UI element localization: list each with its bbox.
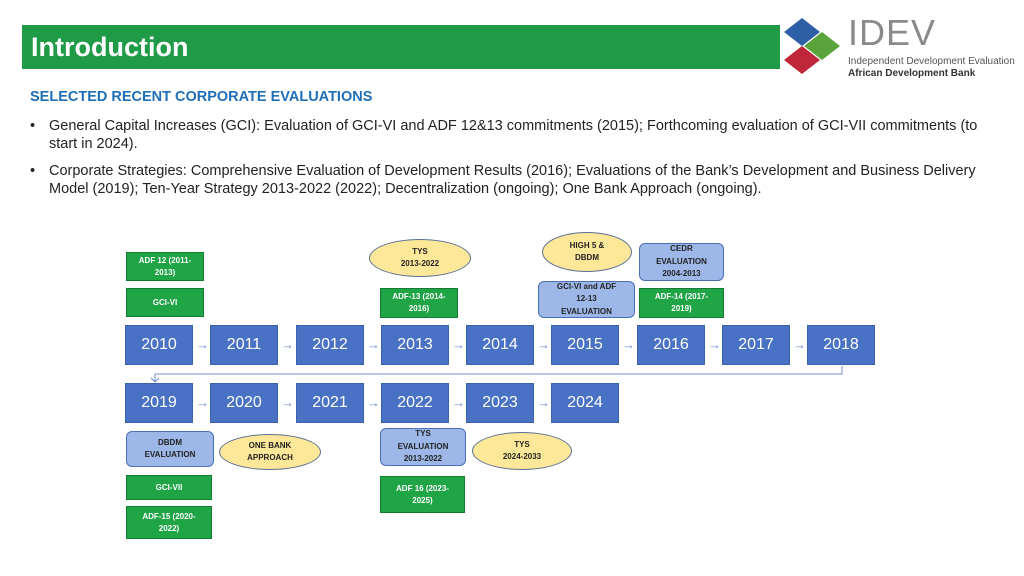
adf12-label: ADF 12 (2011- 2013) — [138, 255, 192, 277]
year-2023: 2023 — [466, 383, 534, 423]
year-2012: 2012 — [296, 325, 364, 365]
arrow-icon: → — [367, 337, 380, 352]
tys-2013-label: TYS 2013-2022 — [400, 246, 440, 269]
adf15-box: ADF-15 (2020- 2022) — [126, 506, 212, 539]
tys-2013-ellipse: TYS 2013-2022 — [369, 239, 471, 277]
adf16-label: ADF 16 (2023- 2025) — [396, 483, 449, 505]
gci-vii-box: GCI-VII — [126, 475, 212, 500]
arrow-icon: → — [196, 337, 209, 352]
idev-logo: IDEV Independent Development Evaluation … — [780, 12, 1015, 84]
year-2024: 2024 — [551, 383, 619, 423]
arrow-icon: → — [367, 395, 380, 410]
one-bank-approach-ellipse: ONE BANK APPROACH — [219, 434, 321, 470]
adf12-box: ADF 12 (2011- 2013) — [126, 252, 204, 281]
dbdm-evaluation-label: DBDM EVALUATION — [144, 437, 196, 460]
bullet-point-icon: • — [30, 118, 36, 134]
year-2018: 2018 — [807, 325, 875, 365]
logo-subtitle: Independent Development Evaluation — [848, 56, 1015, 67]
high5-dbdm-label: HIGH 5 & DBDM — [569, 240, 605, 263]
year-2021: 2021 — [296, 383, 364, 423]
gci-vii-label: GCI-VII — [155, 482, 183, 492]
dbdm-evaluation-box: DBDM EVALUATION — [126, 431, 214, 467]
logo-organization: African Development Bank — [848, 68, 976, 79]
adf14-label: ADF-14 (2017- 2019) — [654, 292, 709, 313]
arrow-icon: → — [708, 337, 721, 352]
adf15-label: ADF-15 (2020- 2022) — [142, 511, 196, 533]
bullet-point-icon: • — [30, 163, 36, 179]
gci-vi-box: GCI-VI — [126, 288, 204, 317]
title-bar: Introduction — [22, 25, 780, 69]
arrow-icon: → — [281, 395, 294, 410]
gci-vi-label: GCI-VI — [152, 297, 178, 307]
tys-2024-ellipse: TYS 2024-2033 — [472, 432, 572, 470]
cedr-evaluation-box: CEDR EVALUATION 2004-2013 — [639, 243, 724, 281]
arrow-icon: → — [537, 337, 550, 352]
arrow-icon: → — [452, 337, 465, 352]
year-2017: 2017 — [722, 325, 790, 365]
year-2014: 2014 — [466, 325, 534, 365]
tys-evaluation-box: TYS EVALUATION 2013-2022 — [380, 428, 466, 466]
bullet-gci: • General Capital Increases (GCI): Evalu… — [30, 117, 990, 153]
bullet-text: Corporate Strategies: Comprehensive Eval… — [49, 163, 976, 197]
arrow-icon: → — [452, 395, 465, 410]
tys-evaluation-label: TYS EVALUATION 2013-2022 — [397, 429, 449, 464]
year-2020: 2020 — [210, 383, 278, 423]
tys-2024-label: TYS 2024-2033 — [502, 439, 542, 462]
arrow-icon: → — [281, 337, 294, 352]
logo-name: IDEV — [848, 12, 937, 53]
arrow-icon: → — [793, 337, 806, 352]
year-2019: 2019 — [125, 383, 193, 423]
adf13-label: ADF-13 (2014- 2016) — [392, 292, 446, 313]
bullet-corporate-strategies: • Corporate Strategies: Comprehensive Ev… — [30, 162, 990, 198]
arrow-icon: → — [196, 395, 209, 410]
one-bank-approach-label: ONE BANK APPROACH — [247, 440, 293, 463]
gci-vi-adf-evaluation-box: GCI-VI and ADF 12-13 EVALUATION — [538, 281, 635, 318]
section-title: SELECTED RECENT CORPORATE EVALUATIONS — [30, 89, 373, 105]
arrow-icon: → — [537, 395, 550, 410]
gci-vi-adf-evaluation-label: GCI-VI and ADF 12-13 EVALUATION — [556, 281, 617, 316]
year-2015: 2015 — [551, 325, 619, 365]
cedr-evaluation-label: CEDR EVALUATION 2004-2013 — [656, 244, 707, 279]
year-2022: 2022 — [381, 383, 449, 423]
year-2013: 2013 — [381, 325, 449, 365]
year-2010: 2010 — [125, 325, 193, 365]
bullet-text: General Capital Increases (GCI): Evaluat… — [49, 118, 978, 152]
year-2016: 2016 — [637, 325, 705, 365]
adf13-box: ADF-13 (2014- 2016) — [380, 288, 458, 318]
logo-diamonds-icon — [784, 18, 840, 74]
year-2011: 2011 — [210, 325, 278, 365]
adf14-box: ADF-14 (2017- 2019) — [639, 288, 724, 318]
adf16-box: ADF 16 (2023- 2025) — [380, 476, 465, 513]
high5-dbdm-ellipse: HIGH 5 & DBDM — [542, 232, 632, 272]
page-title: Introduction — [31, 32, 189, 62]
arrow-icon: → — [622, 337, 635, 352]
